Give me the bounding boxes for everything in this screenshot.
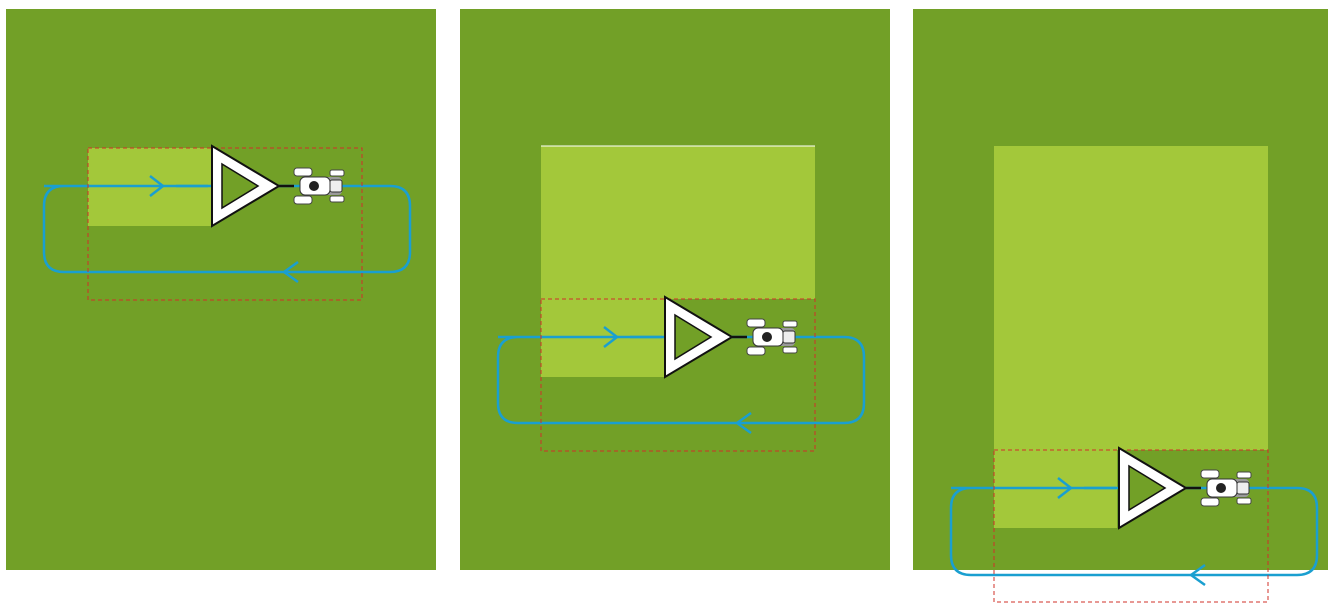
panel-1 bbox=[0, 0, 445, 603]
panel-3 bbox=[907, 0, 1335, 603]
panel-2-diagram bbox=[454, 0, 899, 603]
worked-block bbox=[541, 146, 815, 299]
panel-2 bbox=[454, 0, 899, 603]
panel-1-diagram bbox=[0, 0, 445, 603]
worked-block bbox=[994, 146, 1268, 450]
panel-3-diagram bbox=[907, 0, 1335, 603]
field bbox=[6, 9, 436, 570]
